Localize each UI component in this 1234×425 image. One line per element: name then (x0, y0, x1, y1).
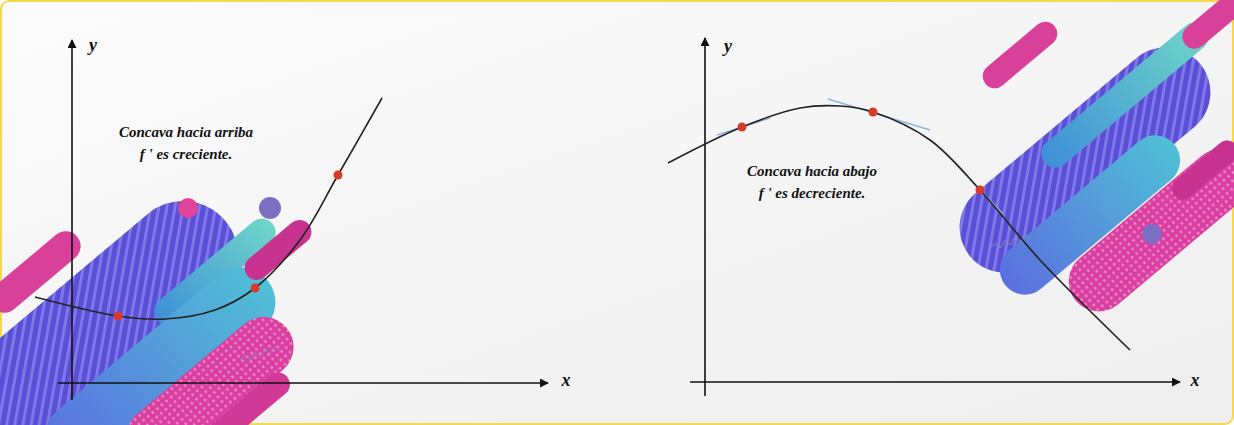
axis-label: y (89, 36, 97, 56)
decor-circle (259, 197, 281, 219)
function-curve (668, 106, 1130, 350)
decor-pill (240, 215, 317, 285)
axis-line (690, 381, 1180, 383)
curve-point (334, 171, 343, 180)
decor-circle (1142, 224, 1162, 244)
curve-point (738, 123, 747, 132)
curve-point (251, 284, 260, 293)
axis-label: y (724, 37, 732, 57)
axes (58, 38, 1180, 400)
decor-pill (1177, 0, 1234, 54)
axis-line (71, 40, 73, 400)
decor-pill (1167, 136, 1234, 204)
annotation-text: Concava hacia arriba (119, 124, 253, 141)
decor-circle (178, 198, 198, 218)
annotation-text: f ' es creciente. (140, 146, 232, 163)
curve-point (976, 186, 985, 195)
decor-pill (1056, 136, 1234, 323)
annotation-text: Concava hacia abajo (747, 163, 877, 180)
decor-pill (195, 367, 295, 425)
axis-label: x (1191, 371, 1200, 391)
decor-pill (114, 305, 306, 425)
axis-line (704, 38, 706, 396)
decor-pill (978, 17, 1062, 93)
function-curve (35, 98, 382, 319)
axis-label: x (562, 371, 571, 391)
axis-line (58, 382, 548, 384)
decor-zigzag (240, 347, 280, 361)
decor-pill (0, 225, 87, 319)
annotation-text: f ' es decreciente. (759, 185, 866, 202)
curve-point (114, 312, 123, 321)
tangent-line (717, 118, 770, 135)
curves (35, 98, 1130, 350)
curve-point (869, 108, 878, 117)
